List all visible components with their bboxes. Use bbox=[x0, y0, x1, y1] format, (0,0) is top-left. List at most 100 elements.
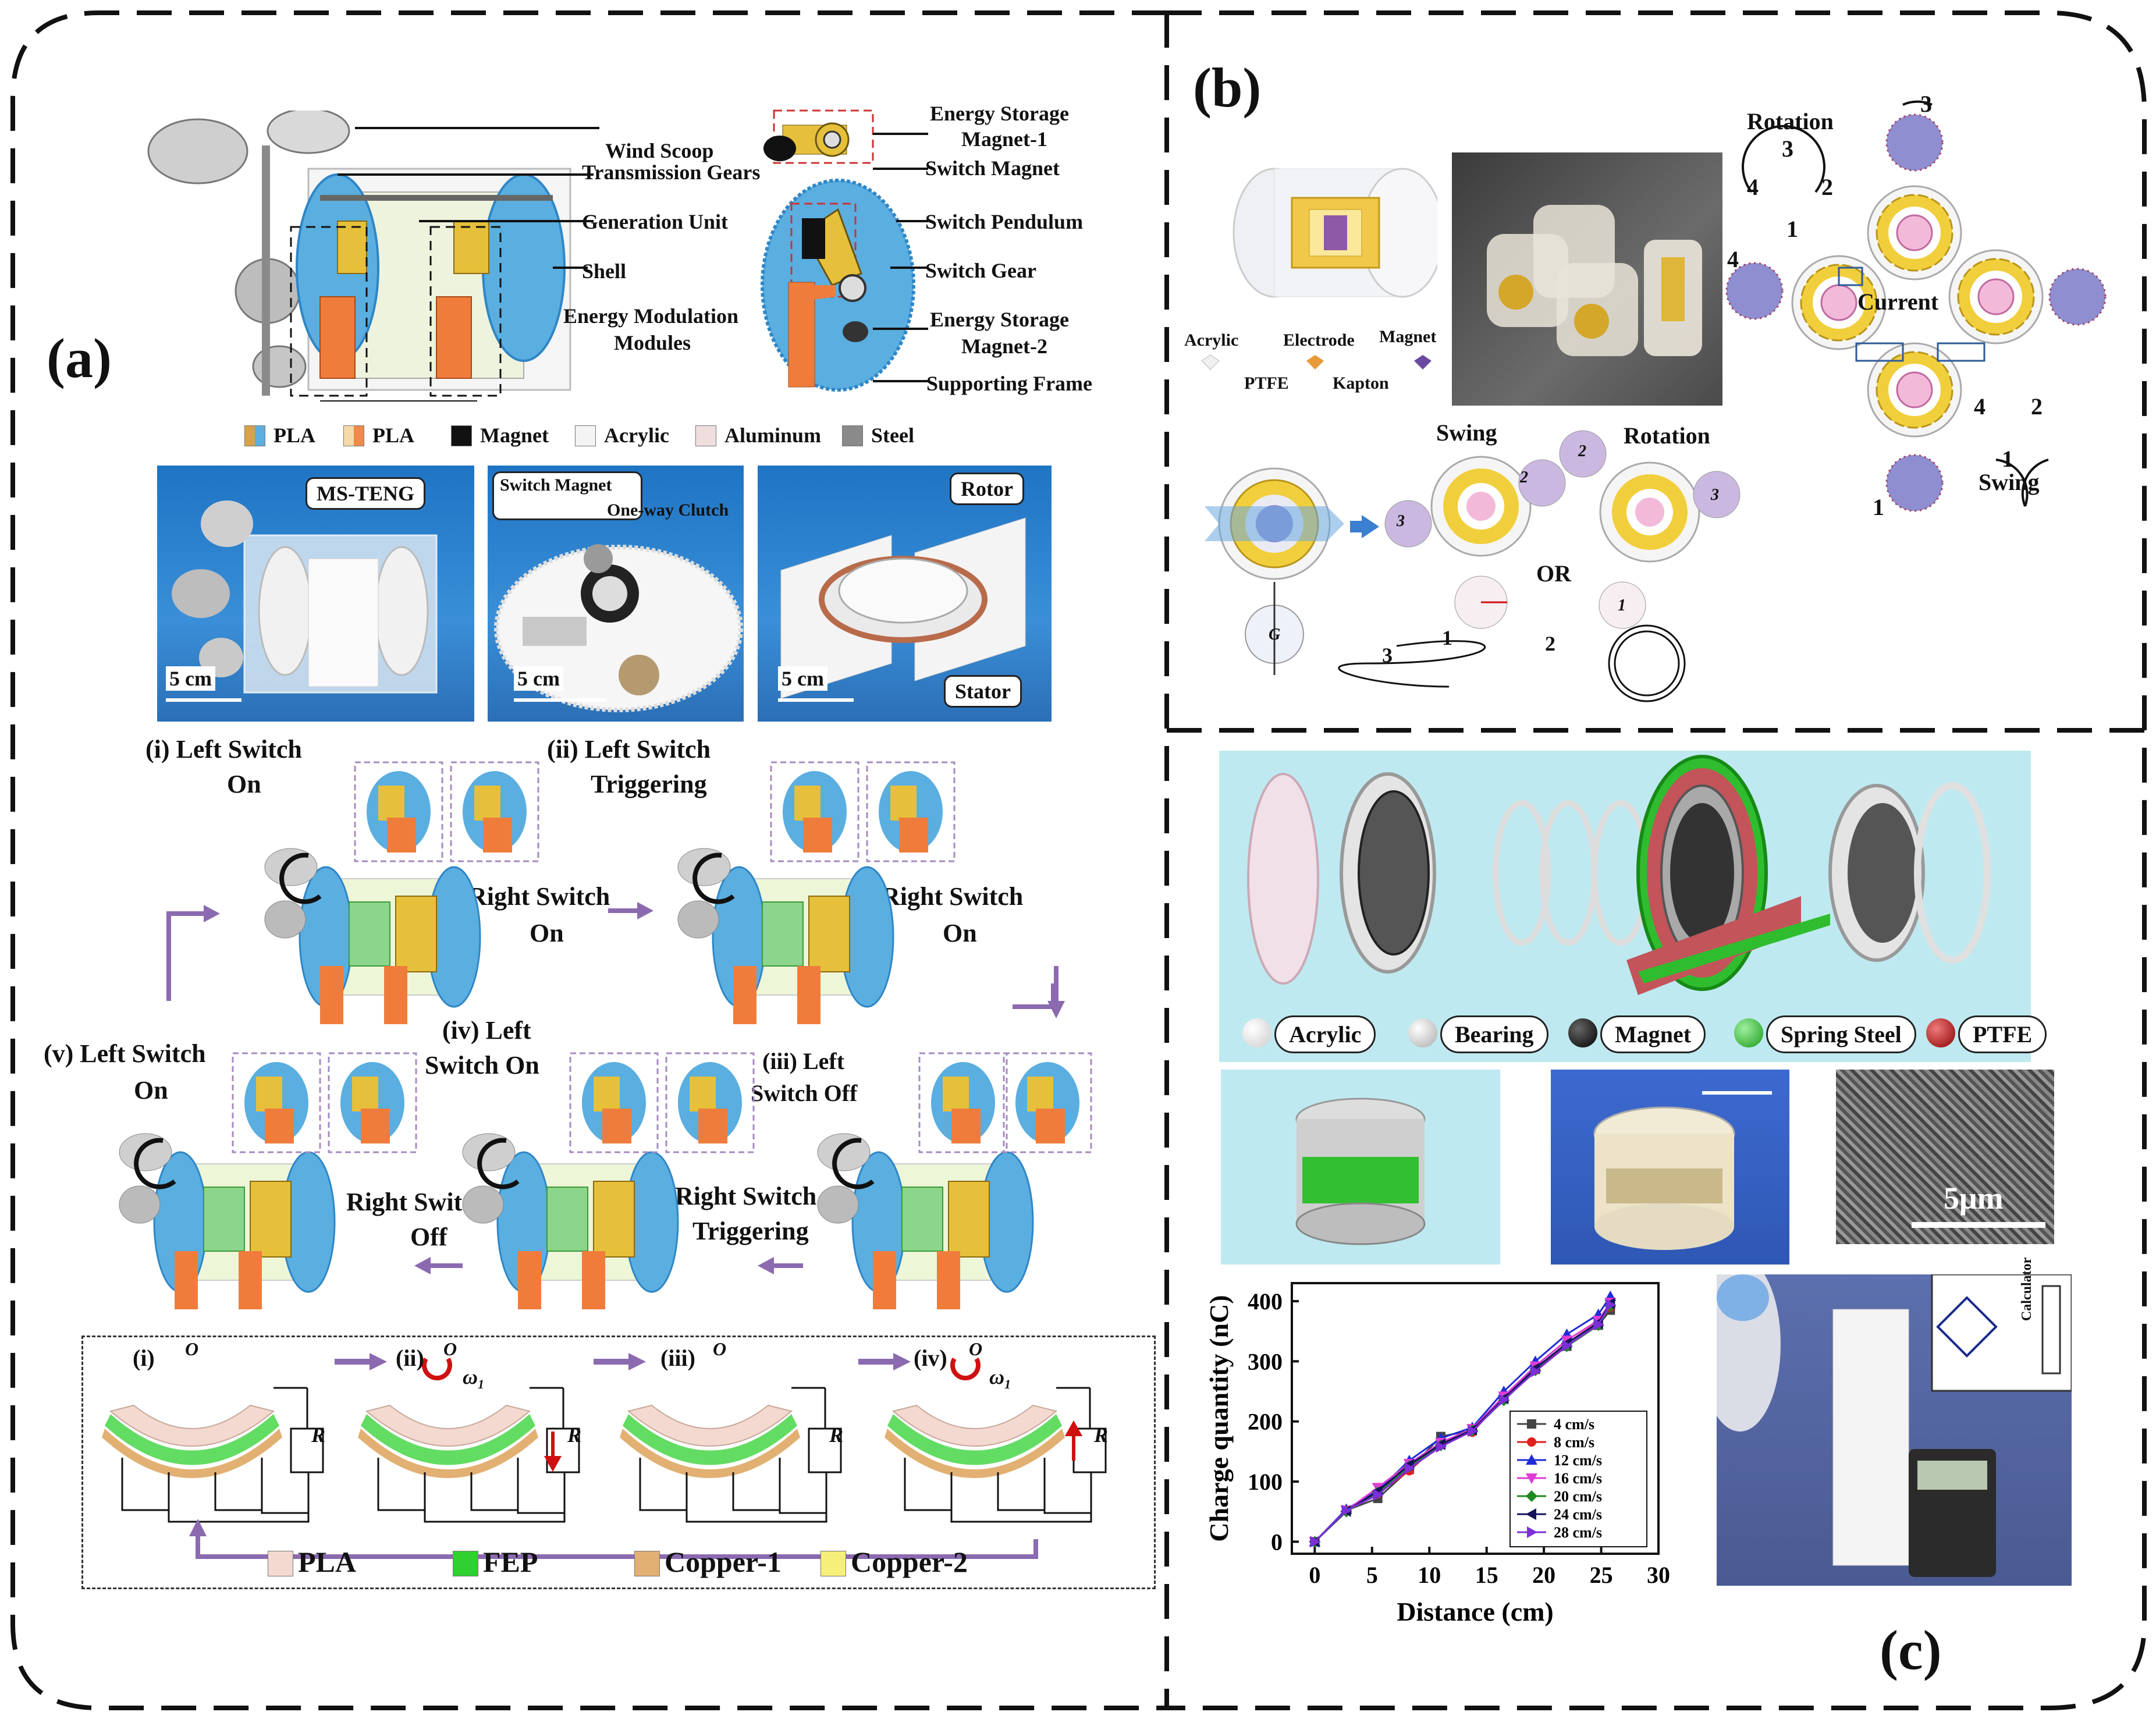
resistor-3: R bbox=[829, 1423, 844, 1447]
y-tick-label-0: 0 bbox=[1271, 1529, 1283, 1555]
cycle-arrows bbox=[166, 902, 1065, 1274]
circuit-legend-copper2: Copper-2 bbox=[851, 1546, 968, 1578]
resistor-2: R bbox=[567, 1423, 582, 1447]
y-tick-label-3: 300 bbox=[1248, 1348, 1283, 1375]
circuit-step-iv: (iv) bbox=[914, 1345, 947, 1371]
c-legend-acrylic: Acrylic bbox=[1274, 1015, 1376, 1053]
b-rot-num-2: 2 bbox=[1821, 174, 1833, 200]
legend-label-4: 20 cm/s bbox=[1554, 1488, 1602, 1505]
b-disc-num-4: 4 bbox=[1727, 246, 1739, 272]
b-rot-num-3: 3 bbox=[1782, 136, 1793, 162]
rotation-current-diagram bbox=[1725, 100, 2107, 512]
legend-label-acrylic: Acrylic bbox=[604, 424, 669, 447]
y-tick-label-4: 400 bbox=[1248, 1288, 1283, 1315]
label-transmission-gears: Transmission Gears bbox=[582, 161, 761, 184]
panel-b-letter: (b) bbox=[1193, 56, 1262, 119]
series-6-point-2 bbox=[1373, 1489, 1384, 1501]
state-iv-right-b: Triggering bbox=[692, 1217, 809, 1245]
b-mat-acrylic: Acrylic bbox=[1184, 331, 1239, 350]
label-es-magnet2-b: Magnet-2 bbox=[961, 335, 1047, 358]
c-legend-ball-bearing bbox=[1408, 1018, 1437, 1047]
circuit-step-ii: (ii) bbox=[396, 1345, 424, 1371]
series-6-point-4 bbox=[1436, 1441, 1447, 1453]
legend-label-pla-2: PLA bbox=[372, 424, 414, 447]
c-legend-bearing: Bearing bbox=[1440, 1015, 1548, 1053]
scale-label-3: 5 cm bbox=[778, 666, 827, 691]
scale-label-1: 5 cm bbox=[166, 666, 215, 691]
photo-label-rotor: Rotor bbox=[950, 473, 1024, 505]
switch-module-view bbox=[761, 109, 915, 392]
state-i-sub: On bbox=[227, 770, 261, 798]
circuit-o-2: O bbox=[443, 1338, 457, 1359]
c-legend-spring-steel: Spring Steel bbox=[1766, 1015, 1916, 1053]
scale-label-2: 5 cm bbox=[514, 666, 563, 691]
cylinder-render bbox=[1232, 168, 1437, 298]
b-rotation-label: Rotation bbox=[1747, 108, 1834, 134]
b-ball-num-3b: 3 bbox=[1711, 486, 1719, 504]
legend-marker-0 bbox=[1527, 1419, 1536, 1429]
legend-swatch-aluminum bbox=[695, 425, 716, 446]
circuit-o-4: O bbox=[969, 1338, 983, 1359]
state-ii-title: (ii) Left Switch bbox=[547, 735, 711, 763]
legend-label-aluminum: Aluminum bbox=[724, 424, 822, 447]
b-swing-num-1: 1 bbox=[2002, 446, 2013, 472]
state-ii-right-b: On bbox=[943, 919, 977, 947]
photo-ms-teng: MS-TENG 5 cm bbox=[157, 466, 474, 722]
circuit-omega-1: ω1 bbox=[463, 1365, 485, 1392]
b-mat-electrode: Electrode bbox=[1283, 331, 1355, 350]
b-ball-num-2b: 2 bbox=[1578, 442, 1586, 460]
photo-label-switch-magnet: Switch Magnet bbox=[492, 471, 643, 520]
photo-rotor-stator: Rotor Stator 5 cm bbox=[758, 466, 1052, 722]
state-ii-sub: Triggering bbox=[591, 770, 707, 798]
b-or-label: OR bbox=[1536, 560, 1571, 587]
photo-label-stator: Stator bbox=[944, 675, 1022, 708]
scale-bar-2 bbox=[514, 698, 607, 702]
legend-label-6: 28 cm/s bbox=[1554, 1524, 1602, 1541]
b-rotation-label-2: Rotation bbox=[1624, 422, 1710, 449]
photo-assembled-device bbox=[1551, 1070, 1789, 1265]
photo-prototype bbox=[1452, 152, 1722, 406]
legend-label-pla-1: PLA bbox=[274, 424, 315, 447]
b-disc-num-3: 3 bbox=[1920, 91, 1932, 117]
circuit-legend-copper1: Copper-1 bbox=[665, 1546, 782, 1578]
swing-rotation-diagram bbox=[1205, 430, 1741, 702]
circuit-step-iii: (iii) bbox=[660, 1345, 695, 1371]
b-path-num-3: 3 bbox=[1382, 644, 1393, 667]
circuit-schematic-box bbox=[81, 1336, 1156, 1589]
sem-scale-bar bbox=[1912, 1222, 2045, 1228]
x-tick-label-3: 15 bbox=[1475, 1562, 1498, 1588]
x-axis-label: Distance (cm) bbox=[1397, 1597, 1554, 1626]
state-v-right-b: Off bbox=[410, 1223, 447, 1251]
legend-marker-1 bbox=[1527, 1437, 1536, 1447]
circuit-omega-2: ω1 bbox=[989, 1365, 1011, 1392]
circuit-legend-fep: FEP bbox=[483, 1546, 538, 1578]
b-ball-num-2: 2 bbox=[1520, 468, 1528, 486]
state-ii-right-a: Right Switch bbox=[882, 882, 1024, 911]
circuit-step-i: (i) bbox=[133, 1345, 155, 1371]
series-6-point-0 bbox=[1310, 1536, 1321, 1548]
c-legend-ball-ptfe bbox=[1926, 1018, 1955, 1047]
resistor-4: R bbox=[1094, 1423, 1109, 1447]
exploded-assembly-render: Acrylic Bearing Magnet Spring Steel PTFE bbox=[1219, 751, 2047, 1062]
legend-label-magnet: Magnet bbox=[480, 424, 549, 447]
state-i-right-a: Right Switch bbox=[468, 882, 610, 911]
label-es-magnet1-b: Magnet-1 bbox=[961, 127, 1047, 151]
legend-label-3: 16 cm/s bbox=[1554, 1470, 1602, 1487]
series-6-point-10 bbox=[1606, 1299, 1617, 1311]
circuit-legend: PLA FEP Copper-1 Copper-2 bbox=[268, 1545, 1024, 1580]
device-exploded-view bbox=[147, 111, 599, 402]
b-ball-num-3: 3 bbox=[1397, 512, 1405, 530]
b-path-num-2: 2 bbox=[1545, 632, 1555, 655]
b-mat-magnet: Magnet bbox=[1379, 327, 1437, 346]
circuit-legend-swatch-copper1 bbox=[634, 1551, 660, 1576]
series-6-point-8 bbox=[1562, 1340, 1573, 1352]
b-material-dots bbox=[1201, 354, 1432, 370]
state-iv-sub: Switch On bbox=[425, 1051, 539, 1079]
photo-label-one-way-clutch: One-way Clutch bbox=[607, 500, 729, 520]
label-supporting-frame: Supporting Frame bbox=[926, 372, 1093, 395]
legend-label-2: 12 cm/s bbox=[1554, 1452, 1602, 1469]
y-tick-label-1: 100 bbox=[1248, 1469, 1283, 1495]
state-iv-title: (iv) Left bbox=[442, 1016, 531, 1045]
state-v-title: (v) Left Switch bbox=[44, 1039, 206, 1068]
legend-label-5: 24 cm/s bbox=[1554, 1506, 1602, 1523]
